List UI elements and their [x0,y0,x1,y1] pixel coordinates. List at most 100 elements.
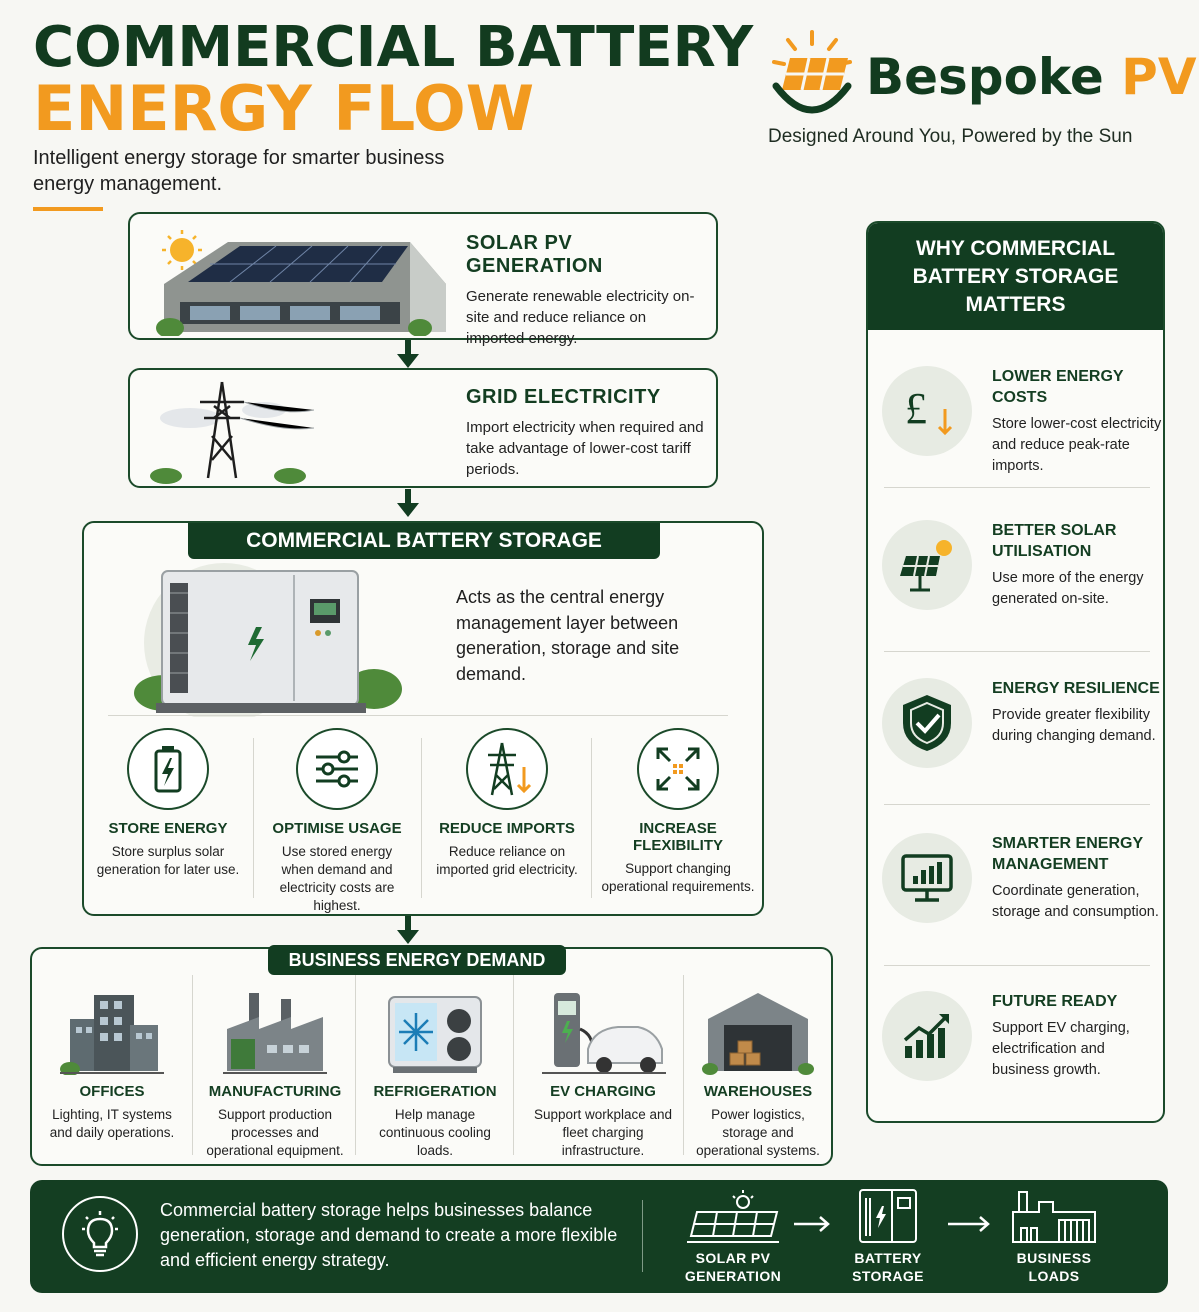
business-demand-card: BUSINESS ENERGY DEMAND OFFICES Lighting,… [30,945,833,1166]
demand-manufacturing: MANUFACTURING Support production process… [198,989,352,1160]
divider [108,715,728,716]
why-title: ENERGY RESILIENCE [992,680,1160,697]
demand-warehouses: WAREHOUSES Power logistics, storage and … [688,989,828,1160]
refrigeration-unit-icon [362,989,508,1075]
pylon-down-icon [466,728,548,810]
monitor-chart-icon [882,833,972,923]
why-title: SMARTER ENERGY MANAGEMENT [992,835,1143,873]
footer-step-label: BUSINESS LOADS [1016,1250,1092,1284]
why-panel-title: WHY COMMERCIAL BATTERY STORAGE MATTERS [868,223,1163,330]
sun-panel-logo-icon [768,28,856,120]
demand-title: REFRIGERATION [373,1083,497,1100]
shield-check-icon [882,678,972,768]
divider [642,1200,643,1272]
ev-charger-icon [526,989,680,1075]
feature-title: INCREASE FLEXIBILITY [633,820,723,854]
why-title: LOWER ENERGY COSTS [992,368,1124,406]
divider [355,975,356,1155]
battery-storage-card: COMMERCIAL BATTERY STORAGE Acts as the c… [82,521,764,916]
solar-building-illustration [150,224,450,338]
svg-text:£: £ [905,384,927,433]
growth-chart-icon [882,991,972,1081]
grid-electricity-text: Import electricity when required and tak… [466,419,704,478]
demand-text: Support workplace and fleet charging inf… [533,1107,673,1158]
solar-panel-icon [882,520,972,610]
title-line-1: COMMERCIAL BATTERY [33,15,754,80]
why-text: Support EV charging, electrification and… [992,1020,1130,1078]
why-text: Provide greater flexibility during chang… [992,707,1156,744]
divider [884,804,1150,805]
grid-electricity-card: GRID ELECTRICITY Import electricity when… [128,368,718,488]
why-title: BETTER SOLAR UTILISATION [992,522,1117,560]
feature-optimise-usage: OPTIMISE USAGE Use stored energy when de… [266,728,408,915]
pound-down-icon: £ [882,366,972,456]
feature-text: Reduce reliance on imported grid electri… [436,844,578,877]
why-lower-costs: £ LOWER ENERGY COSTS Store lower-cost ele… [882,366,1162,477]
solar-array-icon [687,1190,779,1243]
demand-text: Power logistics, storage and operational… [696,1107,820,1158]
footer-text: Commercial battery storage helps busines… [160,1200,618,1270]
why-smarter-management: SMARTER ENERGY MANAGEMENT Coordinate gene… [882,833,1162,923]
divider [591,738,592,898]
demand-refrigeration: REFRIGERATION Help manage continuous coo… [362,989,508,1160]
business-building-icon [1012,1191,1096,1243]
divider [421,738,422,898]
arrow-right-icon [946,1214,992,1239]
battery-cabinet-icon [859,1189,917,1243]
pylon-illustration [144,376,315,484]
title-underline [33,207,103,211]
business-demand-title: BUSINESS ENERGY DEMAND [268,945,566,975]
lightbulb-icon [62,1196,138,1272]
feature-text: Support changing operational requirement… [601,861,755,894]
demand-text: Lighting, IT systems and daily operation… [49,1107,175,1140]
footer-banner: Commercial battery storage helps busines… [30,1180,1168,1293]
brand-name: Bespoke PV [866,48,1197,106]
flow-arrow-down-icon [397,916,419,944]
feature-text: Use stored energy when demand and electr… [279,844,395,913]
why-panel: WHY COMMERCIAL BATTERY STORAGE MATTERS £… [866,221,1165,1123]
battery-storage-title: COMMERCIAL BATTERY STORAGE [188,523,660,559]
feature-reduce-imports: REDUCE IMPORTS Reduce reliance on import… [434,728,580,879]
grid-electricity-title: GRID ELECTRICITY [466,386,661,408]
demand-offices: OFFICES Lighting, IT systems and daily o… [42,989,182,1142]
divider [884,965,1150,966]
battery-storage-text: Acts as the central energy management la… [456,587,680,684]
brand-name-main: Bespoke [866,48,1104,106]
feature-title: STORE ENERGY [108,820,228,837]
footer-step-label: BATTERY STORAGE [852,1250,924,1284]
demand-title: WAREHOUSES [703,1083,813,1100]
demand-title: EV CHARGING [550,1083,656,1100]
why-energy-resilience: ENERGY RESILIENCE Provide greater flexibi… [882,678,1162,768]
demand-text: Help manage continuous cooling loads. [379,1107,491,1158]
title-line-2: ENERGY FLOW [33,72,535,145]
feature-increase-flexibility: INCREASE FLEXIBILITY Support changing op… [596,728,760,896]
why-text: Coordinate generation, storage and consu… [992,883,1159,920]
solar-pv-text: Generate renewable electricity on-site a… [466,288,695,347]
battery-cabinet-illustration [104,563,424,723]
footer-step-battery: BATTERY STORAGE [838,1188,938,1285]
why-title: FUTURE READY [992,993,1118,1010]
solar-pv-card: SOLAR PV GENERATION Generate renewable e… [128,212,718,347]
flow-arrow-down-icon [397,340,419,368]
flow-arrow-down-icon [397,489,419,517]
why-text: Use more of the energy generated on-site… [992,570,1144,607]
why-text: Store lower-cost electricity and reduce … [992,416,1162,474]
divider [513,975,514,1155]
divider [884,651,1150,652]
demand-text: Support production processes and operati… [206,1107,344,1158]
footer-step-solar: SOLAR PV GENERATION [680,1188,786,1285]
demand-title: OFFICES [79,1083,145,1100]
expand-arrows-icon [637,728,719,810]
brand-tagline: Designed Around You, Powered by the Sun [768,126,1133,147]
factory-icon [198,989,352,1075]
divider [253,738,254,898]
demand-title: MANUFACTURING [208,1083,342,1100]
feature-store-energy: STORE ENERGY Store surplus solar generat… [96,728,240,879]
battery-icon [127,728,209,810]
page-subtitle: Intelligent energy storage for smarter b… [33,147,445,195]
feature-text: Store surplus solar generation for later… [96,844,240,877]
office-building-icon [42,989,182,1076]
divider [683,975,684,1155]
why-future-ready: FUTURE READY Support EV charging, electri… [882,991,1162,1081]
divider [884,487,1150,488]
